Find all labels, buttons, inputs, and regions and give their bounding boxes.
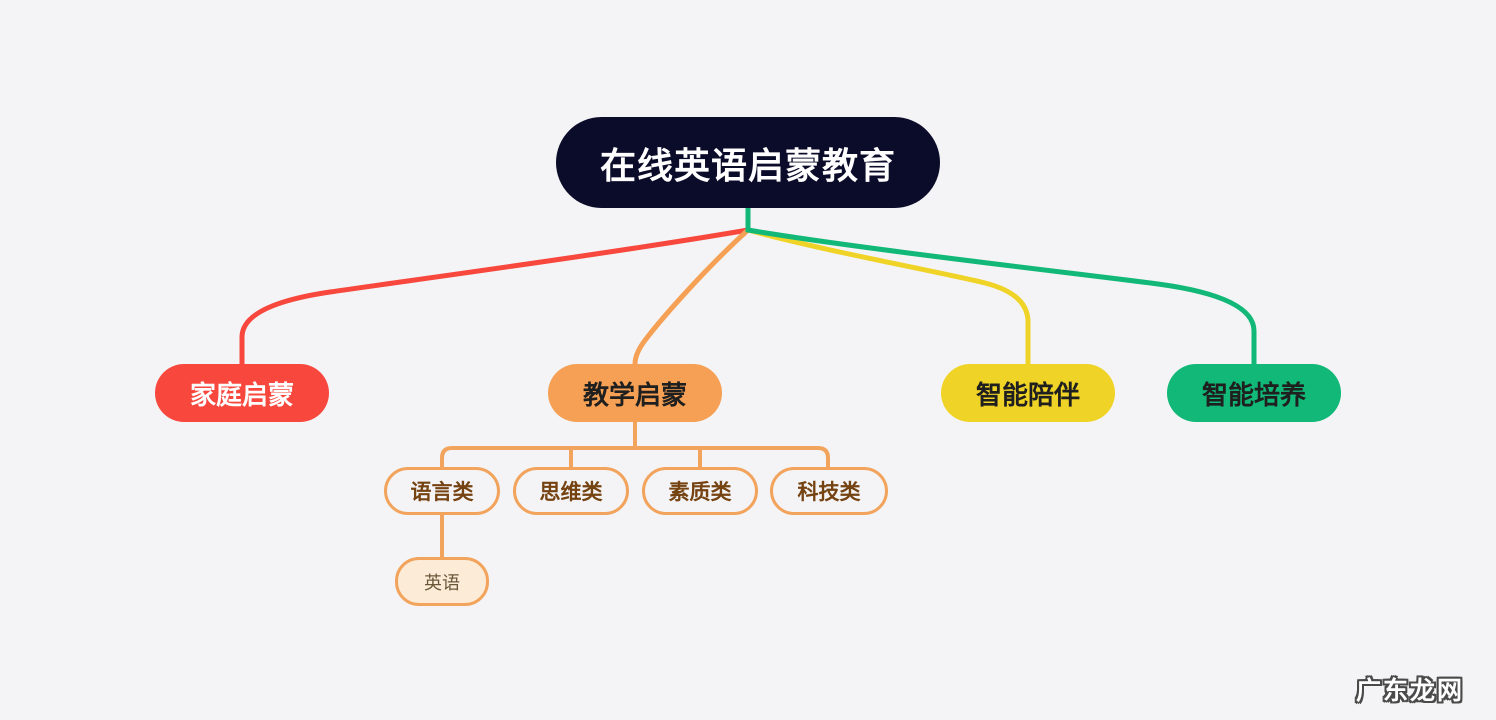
node-category-technology[interactable]: 科技类 — [770, 467, 888, 515]
edge-root-smart-companion — [745, 205, 1031, 367]
edge-teaching-bus — [440, 446, 830, 469]
edge-root-smart-cultivation — [745, 205, 1257, 367]
node-root[interactable]: 在线英语启蒙教育 — [556, 117, 940, 208]
node-teaching-enlightenment[interactable]: 教学启蒙 — [548, 364, 722, 422]
watermark: 广东龙网 — [1355, 677, 1464, 705]
node-leaf-english[interactable]: 英语 — [395, 557, 489, 606]
node-smart-cultivation[interactable]: 智能培养 — [1167, 364, 1341, 422]
node-category-language[interactable]: 语言类 — [384, 467, 500, 515]
node-smart-companion[interactable]: 智能陪伴 — [941, 364, 1115, 422]
node-category-quality[interactable]: 素质类 — [642, 467, 758, 515]
edge-root-family-enlightenment — [239, 205, 751, 367]
node-category-thinking[interactable]: 思维类 — [513, 467, 629, 515]
edge-root-teaching-enlightenment — [632, 205, 751, 367]
node-family-enlightenment[interactable]: 家庭启蒙 — [155, 364, 329, 422]
